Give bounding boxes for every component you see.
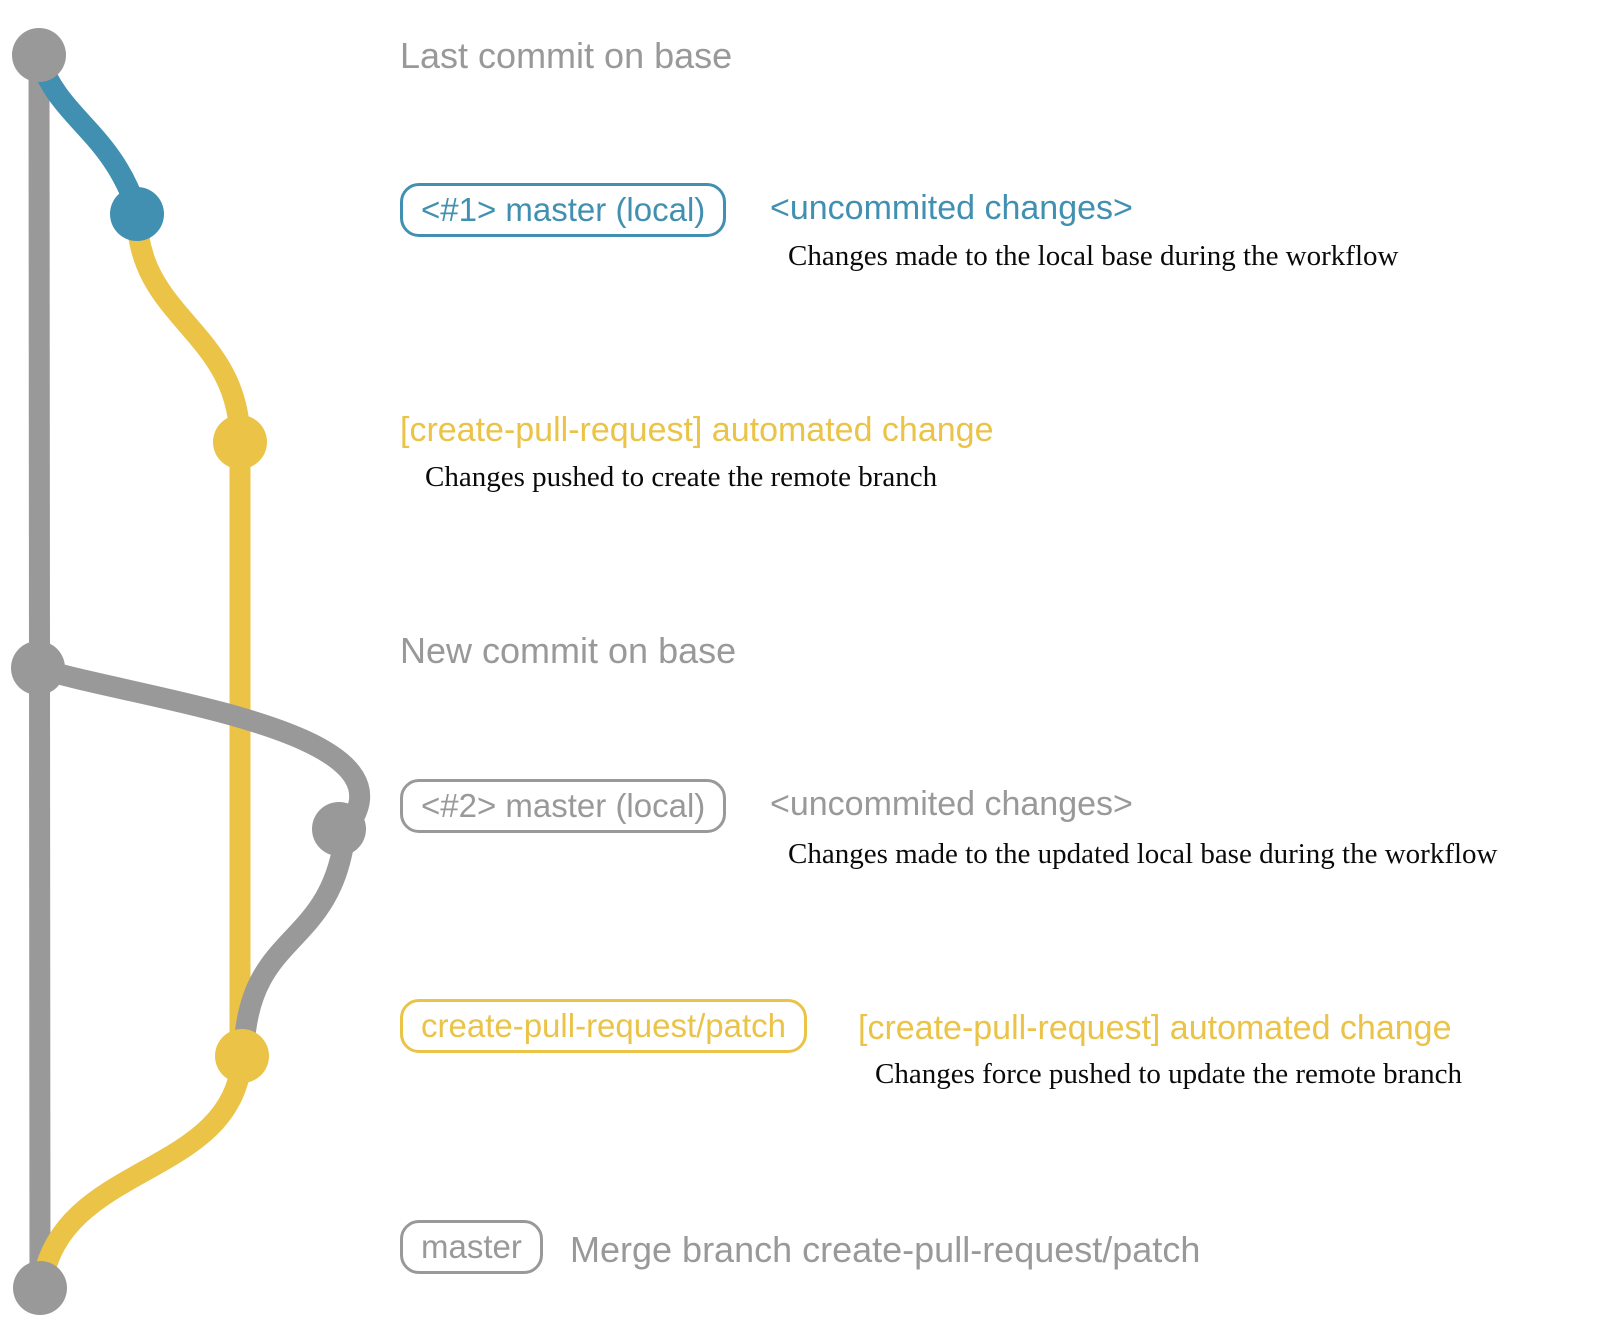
commit-node-last-commit-on-base <box>12 28 66 82</box>
local-master2-branch-out-line <box>34 657 370 833</box>
label-uncommited-changes-1: <uncommited changes> <box>770 189 1133 227</box>
desc-local-base-changes-2: Changes made to the updated local base d… <box>788 838 1498 870</box>
patch-merge-line <box>31 1055 253 1287</box>
commit-node-patch-1 <box>213 415 267 469</box>
local-master2-force-push-line <box>233 833 356 1049</box>
label-automated-change-1: [create-pull-request] automated change <box>400 411 994 449</box>
label-merge-branch: Merge branch create-pull-request/patch <box>570 1229 1201 1270</box>
desc-push-create-remote-branch: Changes pushed to create the remote bran… <box>425 461 938 493</box>
label-new-commit-on-base: New commit on base <box>400 630 737 671</box>
label-last-commit-on-base: Last commit on base <box>400 35 733 76</box>
desc-force-push-remote-branch: Changes force pushed to update the remot… <box>875 1058 1463 1090</box>
badge-master-local-1: <#1> master (local) <box>400 183 727 238</box>
label-uncommited-changes-2: <uncommited changes> <box>770 785 1133 823</box>
commit-node-local-master-2 <box>312 802 366 856</box>
local-master1-branch-out-line <box>29 54 147 214</box>
badge-master-local-2: <#2> master (local) <box>400 779 727 834</box>
commit-node-merge <box>13 1261 67 1315</box>
commit-node-local-master-1 <box>110 187 164 241</box>
label-automated-change-2: [create-pull-request] automated change <box>858 1009 1452 1047</box>
patch-branch-line <box>126 213 251 1056</box>
commit-node-new-commit-on-base <box>11 641 65 695</box>
badge-master: master <box>400 1220 543 1275</box>
badge-create-pull-request-patch: create-pull-request/patch <box>400 999 808 1054</box>
commit-node-patch-2 <box>215 1029 269 1083</box>
desc-local-base-changes-1: Changes made to the local base during th… <box>788 240 1399 272</box>
